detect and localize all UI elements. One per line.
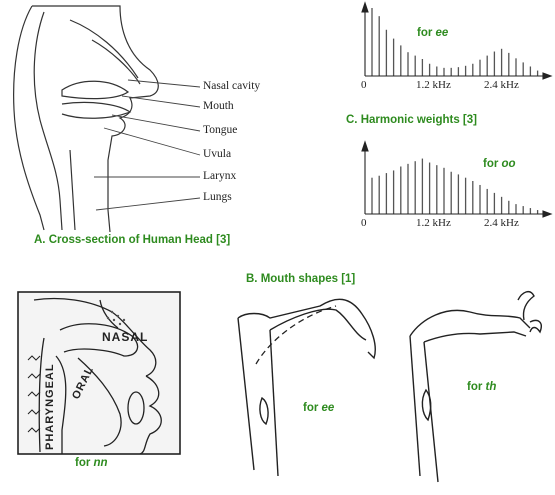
mouth-th-caption: for th [467, 381, 496, 393]
